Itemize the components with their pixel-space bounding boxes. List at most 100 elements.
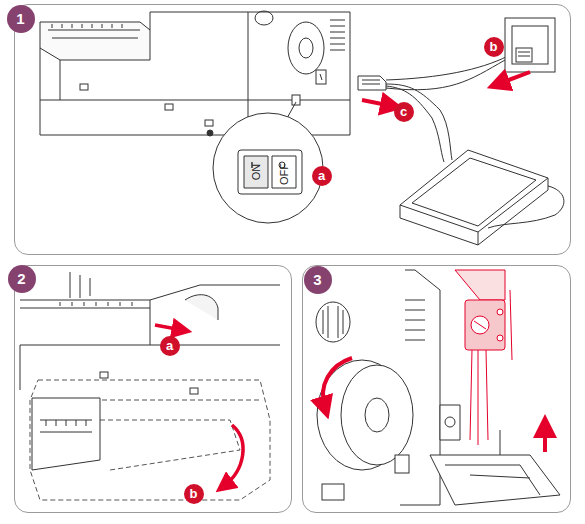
red-arrow bbox=[224, 425, 243, 486]
machine-bed bbox=[20, 285, 280, 390]
machine-bed bbox=[20, 300, 150, 345]
machine-bed bbox=[190, 388, 198, 394]
accessory-tray bbox=[30, 380, 270, 500]
needle-assembly bbox=[471, 316, 489, 334]
presser-foot bbox=[430, 405, 560, 505]
red-arrow bbox=[543, 426, 547, 452]
switch-inset bbox=[238, 150, 302, 194]
callout-text: a bbox=[318, 168, 325, 183]
machine-bed bbox=[60, 302, 132, 306]
handwheel bbox=[323, 306, 343, 338]
presser-foot bbox=[500, 430, 501, 455]
power-cord bbox=[358, 18, 555, 162]
callout-text: b bbox=[490, 39, 498, 54]
callout-text: a bbox=[166, 338, 173, 353]
needle-assembly bbox=[455, 270, 505, 300]
tray-front bbox=[32, 398, 100, 470]
machine-body bbox=[292, 95, 300, 105]
callout-letter: a bbox=[312, 166, 332, 186]
red-arrow bbox=[155, 325, 182, 330]
callout-text: b bbox=[190, 486, 198, 501]
handwheel bbox=[316, 270, 440, 505]
red-arrow bbox=[323, 358, 352, 408]
callout-letter: b bbox=[184, 484, 204, 504]
machine-bed bbox=[20, 272, 280, 394]
power-cord bbox=[362, 80, 380, 84]
callout-letter: a bbox=[160, 336, 180, 356]
step-number: 3 bbox=[304, 266, 332, 294]
foot-pedal bbox=[400, 150, 548, 245]
power-cord bbox=[386, 56, 508, 80]
machine-body bbox=[52, 24, 122, 28]
power-cord bbox=[386, 86, 444, 162]
handwheel bbox=[316, 302, 350, 342]
needle-assembly bbox=[474, 321, 486, 329]
foot-pedal bbox=[412, 158, 536, 226]
machine-bed bbox=[185, 295, 218, 320]
machine-bed bbox=[20, 308, 150, 309]
machine-body bbox=[288, 22, 324, 74]
machine-body bbox=[40, 22, 150, 60]
handwheel bbox=[395, 455, 409, 473]
switch-inset bbox=[213, 102, 323, 223]
needle-assembly bbox=[497, 309, 503, 315]
red-arrow bbox=[362, 72, 530, 106]
power-cord bbox=[358, 76, 386, 90]
power-cord bbox=[505, 18, 555, 72]
machine-body bbox=[40, 11, 350, 136]
power-cord bbox=[386, 84, 452, 160]
machine-body bbox=[255, 11, 273, 25]
power-cord bbox=[518, 52, 530, 56]
machine-body bbox=[80, 84, 88, 90]
presser-foot bbox=[430, 455, 560, 505]
presser-foot bbox=[440, 405, 460, 440]
foot-pedal bbox=[488, 186, 564, 228]
switch-inset bbox=[244, 156, 268, 188]
switch-inset bbox=[272, 156, 296, 188]
step-panel: 3 bbox=[302, 265, 571, 513]
presser-foot bbox=[445, 465, 540, 495]
switch-label: ON bbox=[250, 164, 262, 181]
red-arrow bbox=[362, 100, 392, 106]
needle-assembly bbox=[465, 300, 505, 350]
step-panel: 2ab bbox=[14, 265, 292, 513]
needle-assembly bbox=[470, 350, 488, 445]
red-arrow bbox=[155, 325, 243, 486]
machine-body bbox=[48, 30, 140, 38]
callout-letter: c bbox=[394, 102, 414, 122]
machine-body bbox=[320, 74, 322, 80]
step-panel: 1abc bbox=[14, 4, 571, 255]
machine-body bbox=[207, 130, 213, 136]
callout-letter: b bbox=[484, 37, 504, 57]
handwheel bbox=[341, 365, 413, 465]
machine-body bbox=[316, 70, 326, 84]
machine-bed bbox=[100, 372, 108, 378]
presser-foot bbox=[445, 417, 455, 427]
step-number: 1 bbox=[7, 5, 35, 33]
machine-body bbox=[330, 20, 345, 50]
handwheel bbox=[405, 300, 425, 340]
machine-body bbox=[205, 120, 213, 126]
needle-assembly bbox=[510, 290, 512, 360]
callout-text: c bbox=[400, 104, 407, 119]
tray-front bbox=[40, 420, 92, 432]
machine-bed bbox=[70, 272, 90, 298]
foot-pedal bbox=[400, 150, 564, 245]
red-arrow bbox=[323, 358, 352, 408]
machine-body bbox=[165, 104, 173, 110]
power-cord bbox=[512, 26, 548, 64]
power-cord bbox=[516, 48, 532, 62]
red-arrow bbox=[498, 72, 530, 84]
switch-inset bbox=[213, 113, 323, 223]
tray-front bbox=[32, 398, 100, 470]
handwheel bbox=[322, 484, 344, 500]
needle-assembly bbox=[497, 335, 503, 341]
handwheel bbox=[365, 398, 389, 432]
red-arrow bbox=[543, 426, 547, 452]
machine-body bbox=[40, 12, 350, 135]
switch-label: OFF bbox=[278, 163, 290, 185]
machine-body bbox=[299, 38, 313, 58]
accessory-tray bbox=[30, 380, 270, 500]
